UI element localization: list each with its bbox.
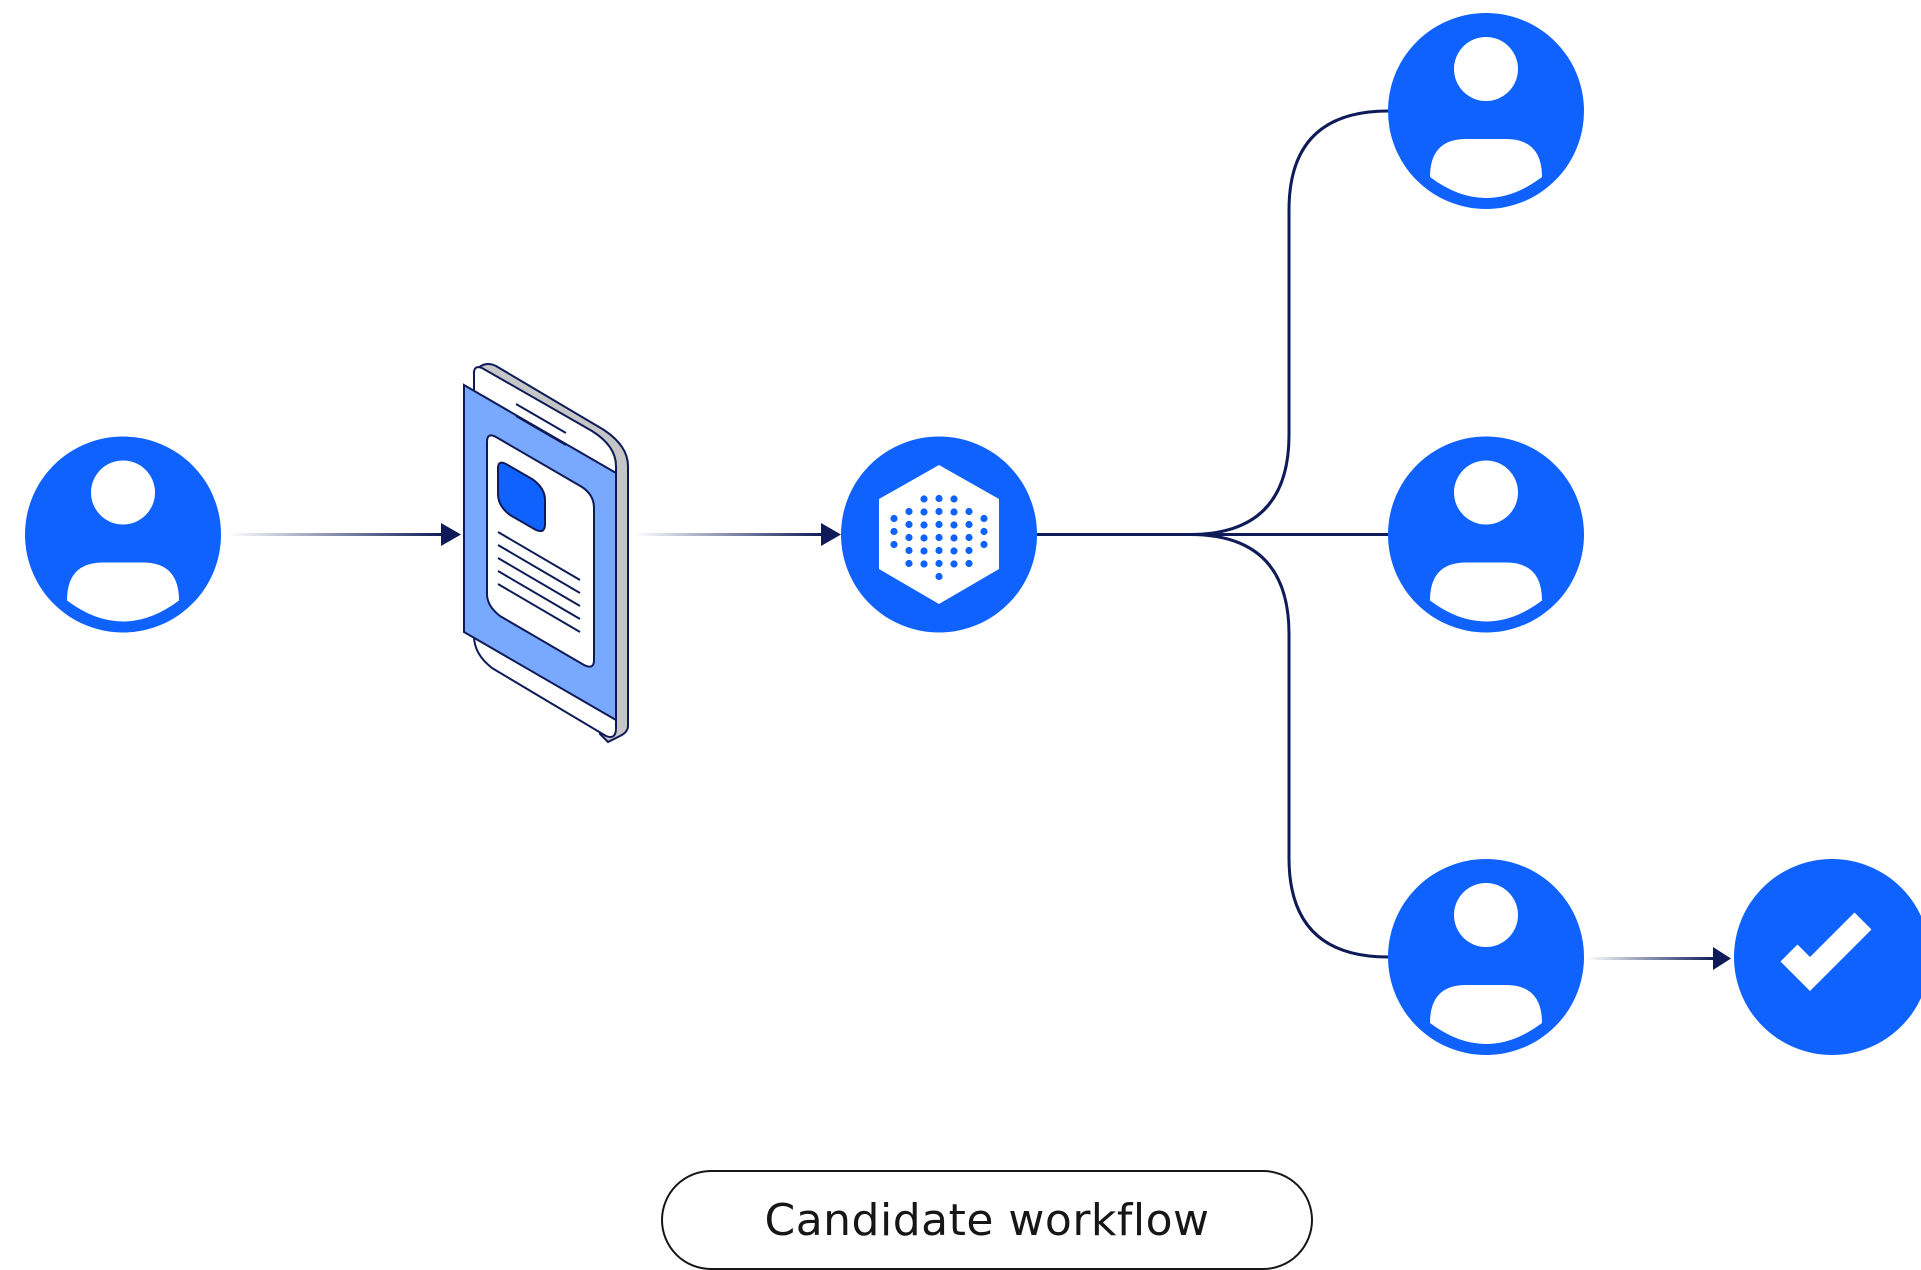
dot bbox=[935, 520, 943, 529]
dot bbox=[935, 494, 943, 503]
dot bbox=[950, 495, 958, 503]
dot bbox=[950, 534, 958, 542]
reviewer-3-user-icon bbox=[1388, 859, 1584, 1055]
connectors bbox=[228, 109, 1731, 970]
arrowhead-icon bbox=[821, 523, 841, 546]
dot bbox=[905, 546, 913, 555]
dot bbox=[950, 508, 958, 516]
dot bbox=[890, 514, 898, 523]
dot bbox=[905, 559, 913, 568]
arrowhead-icon bbox=[1713, 947, 1731, 970]
dot bbox=[905, 533, 913, 542]
caption-label: Candidate workflow bbox=[764, 1194, 1210, 1246]
dot bbox=[935, 546, 943, 555]
dot bbox=[935, 507, 943, 516]
dot bbox=[935, 533, 943, 542]
dot bbox=[965, 559, 973, 568]
dot-matrix-icon bbox=[890, 494, 988, 581]
arrow-candidate-to-document bbox=[228, 533, 443, 536]
dot bbox=[950, 560, 958, 568]
dot bbox=[935, 572, 943, 581]
dot bbox=[950, 547, 958, 555]
dot bbox=[920, 521, 928, 529]
arrow-document-to-engine bbox=[635, 533, 823, 536]
dot bbox=[920, 495, 928, 503]
dot bbox=[890, 540, 898, 549]
dot bbox=[890, 527, 898, 536]
dot bbox=[965, 533, 973, 542]
dot bbox=[950, 521, 958, 529]
caption-pill: Candidate workflow bbox=[661, 1170, 1313, 1270]
dot bbox=[965, 507, 973, 516]
branch-to-reviewer-3 bbox=[1189, 533, 1389, 959]
mobile-document-icon bbox=[463, 363, 629, 744]
dot bbox=[980, 540, 988, 549]
dot bbox=[905, 520, 913, 529]
arrowhead-icon bbox=[441, 523, 461, 546]
dot bbox=[980, 527, 988, 536]
reviewer-1-user-icon bbox=[1388, 13, 1584, 209]
ai-engine-node bbox=[841, 436, 1037, 633]
dot bbox=[920, 547, 928, 555]
dot bbox=[920, 560, 928, 568]
dot bbox=[920, 534, 928, 542]
approved-checkmark-node bbox=[1734, 859, 1921, 1055]
dot bbox=[905, 507, 913, 516]
checkmark-icon bbox=[1780, 912, 1872, 991]
branch-to-reviewer-1 bbox=[1189, 109, 1389, 536]
dot bbox=[935, 559, 943, 568]
dot bbox=[920, 508, 928, 516]
dot bbox=[980, 514, 988, 523]
arrow-reviewer-to-approved bbox=[1587, 957, 1715, 960]
dot bbox=[965, 520, 973, 529]
reviewer-2-user-icon bbox=[1388, 436, 1584, 633]
candidate-user-icon bbox=[25, 436, 221, 633]
dot bbox=[965, 546, 973, 555]
